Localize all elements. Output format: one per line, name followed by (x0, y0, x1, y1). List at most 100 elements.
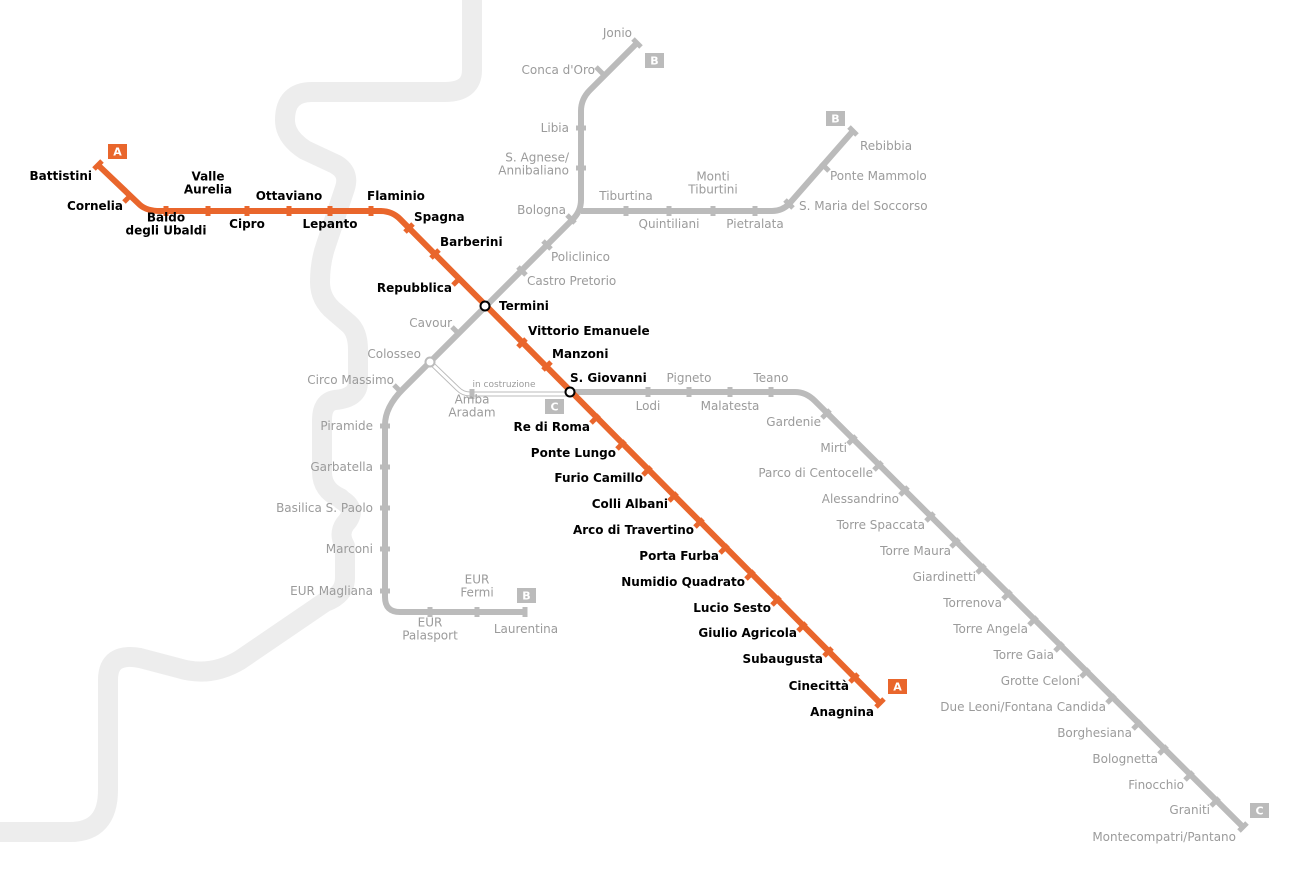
station-label-quintiliani[interactable]: Quintiliani (639, 217, 700, 231)
station-label-furio-camillo[interactable]: Furio Camillo (554, 471, 643, 485)
interchange-san-giovanni[interactable] (564, 386, 576, 398)
station-label-repubblica[interactable]: Repubblica (377, 281, 452, 295)
station-label-cinecitta[interactable]: Cinecittà (789, 679, 849, 693)
station-label-cornelia[interactable]: Cornelia (67, 199, 123, 213)
station-label-cavour[interactable]: Cavour (409, 316, 452, 330)
station-label-s-maria-soccorso[interactable]: S. Maria del Soccorso (799, 199, 928, 213)
station-label-pietralata[interactable]: Pietralata (726, 217, 783, 231)
station-label-eur-magliana[interactable]: EUR Magliana (290, 584, 373, 598)
station-label-basilica[interactable]: Basilica S. Paolo (276, 501, 373, 515)
station-label-parco-centocelle[interactable]: Parco di Centocelle (758, 466, 873, 480)
station-label-piramide[interactable]: Piramide (320, 419, 373, 433)
station-label-ottaviano[interactable]: Ottaviano (256, 189, 323, 203)
station-label-cipro[interactable]: Cipro (229, 217, 265, 231)
svg-text:A: A (113, 146, 122, 159)
station-label-manzoni[interactable]: Manzoni (552, 347, 608, 361)
station-tick (1237, 821, 1249, 833)
station-label-flaminio[interactable]: Flaminio (367, 189, 425, 203)
station-tick (594, 65, 606, 77)
station-label-barberini[interactable]: Barberini (440, 235, 503, 249)
station-label-pigneto[interactable]: Pigneto (667, 371, 712, 385)
station-label-borghesiana[interactable]: Borghesiana (1057, 726, 1132, 740)
station-label-due-leoni[interactable]: Due Leoni/Fontana Candida (940, 700, 1106, 714)
station-label-circo-massimo[interactable]: Circo Massimo (307, 373, 394, 387)
station-label-termini[interactable]: Termini (499, 299, 549, 313)
station-tick (667, 491, 679, 503)
station-label-ponte-lungo[interactable]: Ponte Lungo (531, 446, 616, 460)
station-tick (1001, 589, 1013, 601)
station-label-laurentina[interactable]: Laurentina (494, 622, 558, 636)
station-label-conca[interactable]: Conca d'Oro (522, 63, 595, 77)
badge-c-pantano: C (1250, 803, 1269, 818)
station-label-malatesta[interactable]: Malatesta (701, 399, 760, 413)
station-label-spagna[interactable]: Spagna (414, 210, 465, 224)
station-tick (847, 125, 859, 137)
station-label-jonio[interactable]: Jonio (602, 26, 632, 40)
station-tick (796, 621, 808, 633)
station-label-giulio-agricola[interactable]: Giulio Agricola (698, 626, 797, 640)
station-label-grotte-celoni[interactable]: Grotte Celoni (1001, 674, 1080, 688)
badge-b-laurentina: B (517, 588, 536, 603)
station-label-ponte-mammolo[interactable]: Ponte Mammolo (830, 169, 927, 183)
station-label-s-agnese[interactable]: S. Agnese/Annibaliano (498, 151, 570, 178)
station-tick (589, 413, 601, 425)
station-tick (819, 161, 831, 173)
station-label-castro-pretorio[interactable]: Castro Pretorio (527, 274, 616, 288)
badge-b-rebibbia: B (826, 111, 845, 126)
station-label-re-di-roma[interactable]: Re di Roma (513, 420, 590, 434)
station-tick (770, 595, 782, 607)
station-label-lodi[interactable]: Lodi (636, 399, 661, 413)
station-label-anagnina[interactable]: Anagnina (810, 705, 874, 719)
station-label-torre-gaia[interactable]: Torre Gaia (992, 648, 1054, 662)
station-label-marconi[interactable]: Marconi (326, 542, 373, 556)
grey-line-station-ticks (380, 37, 1249, 833)
interchange-termini[interactable] (479, 300, 491, 312)
station-label-san-giovanni[interactable]: S. Giovanni (570, 371, 647, 385)
station-label-policlinico[interactable]: Policlinico (551, 250, 610, 264)
station-tick (924, 511, 936, 523)
station-label-garbatella[interactable]: Garbatella (310, 460, 373, 474)
station-label-alessandrino[interactable]: Alessandrino (822, 492, 899, 506)
station-label-torre-angela[interactable]: Torre Angela (952, 622, 1028, 636)
station-tick (516, 337, 528, 349)
station-label-lepanto[interactable]: Lepanto (303, 217, 358, 231)
station-label-torre-maura[interactable]: Torre Maura (879, 544, 951, 558)
station-label-teano[interactable]: Teano (753, 371, 789, 385)
station-label-torre-spaccata[interactable]: Torre Spaccata (836, 518, 925, 532)
station-label-colli-albani[interactable]: Colli Albani (592, 497, 668, 511)
station-tick (744, 569, 756, 581)
station-tick (1131, 719, 1143, 731)
station-label-giardinetti[interactable]: Giardinetti (913, 570, 976, 584)
station-label-montecompatri[interactable]: Montecompatri/Pantano (1092, 830, 1236, 844)
station-label-bologna[interactable]: Bologna (517, 203, 566, 217)
station-label-finocchio[interactable]: Finocchio (1128, 778, 1184, 792)
station-label-arco-travertino[interactable]: Arco di Travertino (573, 523, 694, 537)
station-label-vittorio[interactable]: Vittorio Emanuele (528, 324, 650, 338)
station-label-rebibbia[interactable]: Rebibbia (860, 139, 912, 153)
station-label-tiburtina[interactable]: Tiburtina (598, 189, 652, 203)
station-tick (429, 248, 441, 260)
station-label-graniti[interactable]: Graniti (1169, 803, 1210, 817)
station-label-mirti[interactable]: Mirti (820, 441, 847, 455)
station-label-porta-furba[interactable]: Porta Furba (639, 549, 719, 563)
station-label-libia[interactable]: Libia (541, 121, 569, 135)
station-label-subaugusta[interactable]: Subaugusta (742, 652, 823, 666)
station-label-gardenie[interactable]: Gardenie (766, 415, 821, 429)
station-label-battistini[interactable]: Battistini (30, 169, 92, 183)
line-c-track (570, 389, 1246, 830)
station-label-torrenova[interactable]: Torrenova (942, 596, 1002, 610)
station-tick (949, 537, 961, 549)
station-tick (975, 563, 987, 575)
station-label-numidio[interactable]: Numidio Quadrato (621, 575, 745, 589)
station-label-colosseo[interactable]: Colosseo (367, 347, 421, 361)
station-label-lucio-sesto[interactable]: Lucio Sesto (693, 601, 771, 615)
interchange-colosseo[interactable] (424, 356, 436, 368)
station-tick (541, 360, 553, 372)
station-label-bolognetta[interactable]: Bolognetta (1092, 752, 1158, 766)
